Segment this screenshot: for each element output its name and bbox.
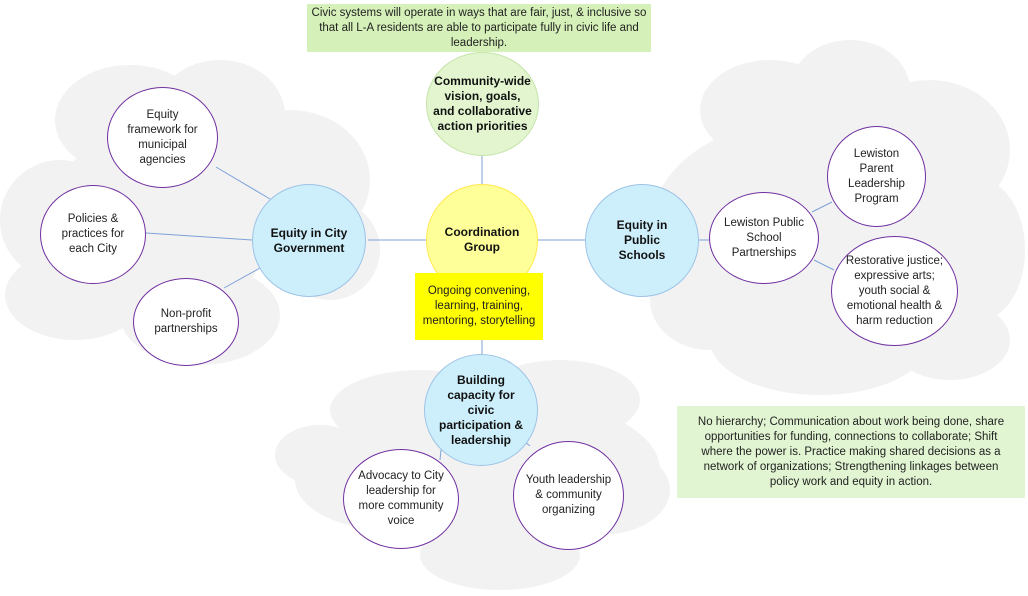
network-note-box: No hierarchy; Communication about work b… [677,406,1025,498]
leaf-equity-framework: Equity framework for municipal agencies [107,87,218,188]
goal-statement-box: Civic systems will operate in ways that … [307,4,651,52]
leaf-policies-practices: Policies & practices for each City [40,185,146,284]
hub-public-schools-label: Equity in Public Schools [616,218,668,262]
leaf-youth-leadership-label: Youth leadership & community organizing [525,474,612,516]
coordination-group-label: Coordination Group [444,225,520,254]
leaf-nonprofit-partnerships-label: Non-profit partnerships [154,308,218,335]
leaf-parent-leadership: Lewiston Parent Leadership Program [827,126,926,227]
hub-civic-capacity: Building capacity for civic participatio… [424,354,538,466]
leaf-restorative-justice-label: Restorative justice; expressive arts; yo… [845,254,944,327]
partner-lewiston-public-schools-label: Lewiston Public School Partnerships [724,216,804,259]
goal-statement-text: Civic systems will operate in ways that … [311,6,647,49]
connector-city-policies [145,232,253,241]
cloud-public-schools [650,40,1025,395]
connector-city-nonprofit [223,267,261,289]
leaf-advocacy: Advocacy to City leadership for more com… [343,449,459,549]
leaf-equity-framework-label: Equity framework for municipal agencies [127,108,198,166]
connector-partner-restorative [813,259,835,271]
hub-civic-capacity-label: Building capacity for civic participatio… [438,372,523,447]
hub-city-government-label: Equity in City Government [270,225,348,255]
connector-city-framework [215,166,271,200]
leaf-parent-leadership-label: Lewiston Parent Leadership Program [848,147,905,205]
vision-node-label: Community-wide vision, goals, and collab… [433,74,532,133]
connector-partner-parent [811,201,833,213]
network-note-text: No hierarchy; Communication about work b… [697,415,1005,488]
connectors [145,155,835,461]
leaf-nonprofit-partnerships: Non-profit partnerships [133,278,239,366]
hub-city-government: Equity in City Government [252,184,366,297]
leaf-policies-practices-label: Policies & practices for each City [61,213,125,255]
convening-box: Ongoing convening, learning, training, m… [415,273,543,340]
hub-public-schools: Equity in Public Schools [585,184,699,297]
leaf-youth-leadership: Youth leadership & community organizing [513,441,624,550]
convening-box-text: Ongoing convening, learning, training, m… [422,285,536,327]
leaf-advocacy-label: Advocacy to City leadership for more com… [358,470,444,527]
leaf-restorative-justice: Restorative justice; expressive arts; yo… [831,236,958,346]
connector-capacity-advocacy [439,449,442,461]
vision-node: Community-wide vision, goals, and collab… [426,52,539,156]
partner-lewiston-public-schools: Lewiston Public School Partnerships [709,192,819,284]
